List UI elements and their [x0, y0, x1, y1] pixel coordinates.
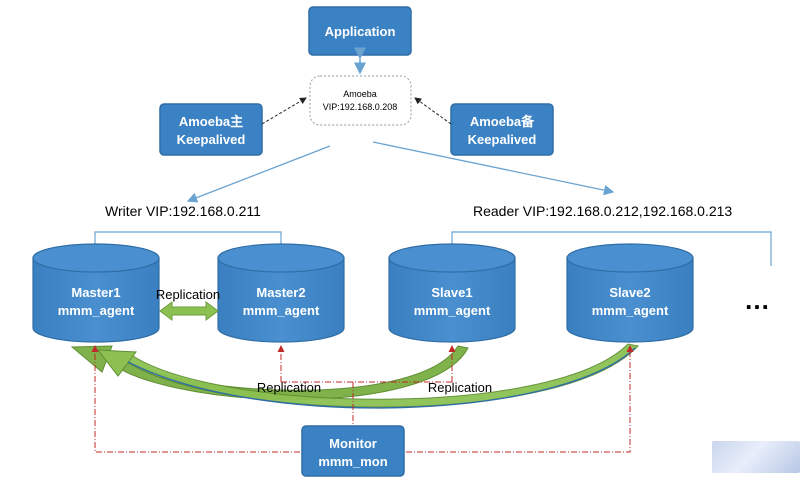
db-master1: Master1 mmm_agent — [32, 243, 160, 343]
amoeba-primary-label: Amoeba主 — [179, 114, 243, 129]
monitor-links — [91, 345, 634, 453]
writer-group-bracket — [94, 231, 282, 244]
db-master1-name: Master1 — [71, 285, 120, 300]
monitor-agent-label: mmm_mon — [318, 454, 387, 469]
monitor-slave2-link — [406, 345, 634, 453]
monitor-master1-link — [91, 345, 300, 453]
replication-right-label: Replication — [428, 380, 492, 395]
monitor-node: Monitor mmm_mon — [301, 425, 405, 477]
writer-vip-label: Writer VIP:192.168.0.211 — [105, 203, 261, 219]
db-master2-name: Master2 — [256, 285, 305, 300]
db-slave2-agent: mmm_agent — [592, 303, 669, 318]
amoeba-primary-keepalived: Keepalived — [177, 132, 246, 147]
amoeba-primary-node: Amoeba主 Keepalived — [159, 103, 263, 156]
amoeba-proxy-title: Amoeba — [343, 89, 377, 99]
master-replication-label: Replication — [156, 287, 220, 302]
slave2-replication-curve — [96, 343, 639, 409]
db-master2: Master2 mmm_agent — [217, 243, 345, 343]
proxy-to-writer-arrow — [186, 145, 331, 203]
db-slave1: Slave1 mmm_agent — [388, 243, 516, 343]
backup-to-proxy-arrow — [414, 97, 452, 125]
amoeba-backup-node: Amoeba备 Keepalived — [450, 103, 554, 156]
amoeba-backup-label: Amoeba备 — [470, 114, 535, 129]
application-node: Application — [308, 6, 412, 56]
db-slave2: Slave2 mmm_agent — [566, 243, 694, 343]
db-slave1-agent: mmm_agent — [414, 303, 491, 318]
reader-vip-label: Reader VIP:192.168.0.212,192.168.0.213 — [473, 203, 732, 219]
db-slave2-name: Slave2 — [609, 285, 650, 300]
amoeba-proxy-vip: VIP:192.168.0.208 — [323, 102, 398, 112]
more-slaves-ellipsis: … — [744, 285, 770, 315]
amoeba-proxy-node: Amoeba VIP:192.168.0.208 — [309, 75, 412, 126]
watermark-logo — [712, 441, 800, 473]
proxy-to-reader-arrow — [372, 141, 615, 196]
db-master2-agent: mmm_agent — [243, 303, 320, 318]
amoeba-backup-keepalived: Keepalived — [468, 132, 537, 147]
reader-group-bracket — [451, 231, 772, 266]
replication-left-label: Replication — [257, 380, 321, 395]
monitor-label: Monitor — [329, 436, 377, 451]
application-label: Application — [325, 24, 396, 39]
primary-to-proxy-arrow — [261, 97, 307, 125]
master-replication-arrow — [159, 301, 219, 321]
db-slave1-name: Slave1 — [431, 285, 472, 300]
db-master1-agent: mmm_agent — [58, 303, 135, 318]
